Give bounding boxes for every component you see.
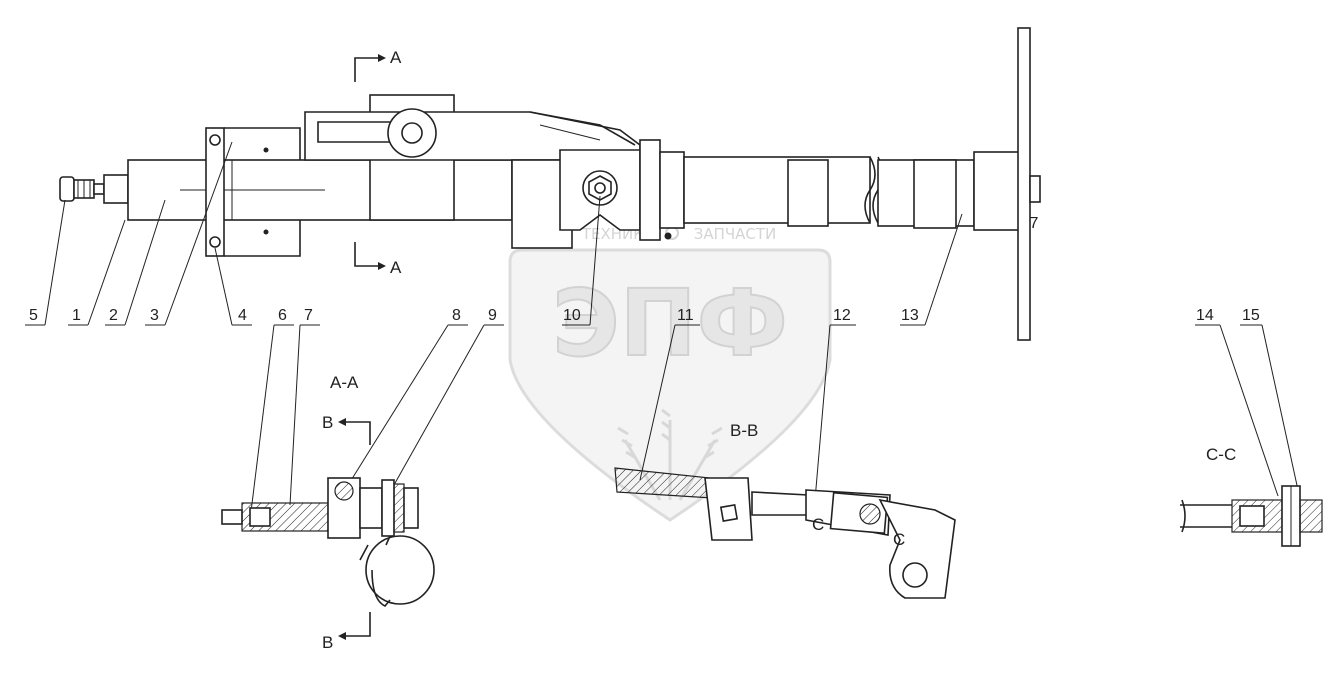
main-assembly: 7: [59, 27, 1041, 341]
callout-4: 4: [238, 307, 247, 324]
section-cc-title: C-C: [1206, 445, 1236, 464]
callout-9: 9: [488, 307, 497, 324]
section-b-top-label: B: [322, 413, 333, 432]
section-bb-title: B-B: [730, 421, 758, 440]
universal-joint-part-10: [559, 139, 685, 241]
section-a-markers: A A: [354, 48, 402, 277]
watermark-shield: [508, 248, 832, 522]
section-a-bottom-label: A: [390, 258, 402, 277]
steering-hub: [973, 151, 1021, 231]
watermark: ЭПФ ТЕХНИКА ЗАПЧАСТИ: [508, 225, 832, 522]
bracket-part-4: [205, 127, 301, 257]
section-aa-title: A-A: [330, 373, 359, 392]
section-c-right-label: C: [893, 530, 905, 549]
callout-3: 3: [150, 307, 159, 324]
section-bb: B-B C C: [614, 421, 956, 599]
callout-14: 14: [1196, 307, 1214, 324]
section-cc: C-C: [1180, 445, 1323, 547]
callout-8: 8: [452, 307, 461, 324]
steering-wheel: [1017, 27, 1031, 341]
callout-2: 2: [109, 307, 118, 324]
callouts: 5 1 2 3 4 6 7 8 9 10 11 12 13 14 15: [25, 141, 1299, 521]
callout-5: 5: [29, 307, 38, 324]
callout-7: 7: [304, 307, 313, 324]
callout-15: 15: [1242, 307, 1260, 324]
section-a-top-label: A: [390, 48, 402, 67]
callout-10: 10: [563, 307, 581, 324]
section-aa: A-A B B: [221, 373, 435, 652]
marker-7: 7: [1030, 215, 1039, 232]
shaft-coupling: [787, 159, 829, 227]
callout-12: 12: [833, 307, 851, 324]
fitting-part-5: [59, 174, 129, 204]
shaft-end: [1029, 175, 1041, 203]
callout-13: 13: [901, 307, 919, 324]
watermark-brand-right: ЗАПЧАСТИ: [694, 225, 777, 243]
callout-11: 11: [677, 307, 694, 324]
section-c-left-label: C: [812, 515, 824, 534]
break-line: [864, 156, 876, 224]
callout-1: 1: [72, 307, 81, 324]
section-b-bottom-label: B: [322, 633, 333, 652]
intermediate-shaft: [683, 156, 871, 224]
tilt-clamp: [304, 94, 641, 221]
callout-6: 6: [278, 307, 287, 324]
watermark-logo: ЭПФ: [552, 270, 788, 377]
